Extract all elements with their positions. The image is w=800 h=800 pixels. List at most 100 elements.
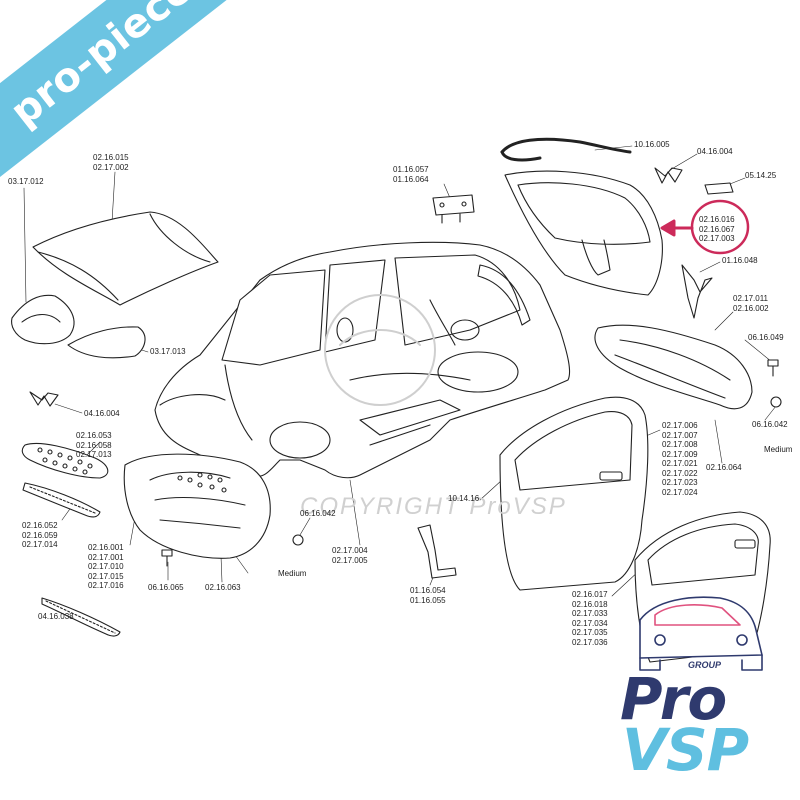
rear-bumper <box>594 324 753 410</box>
part-number-line: Medium <box>764 445 793 454</box>
part-number-line: 10.14.16 <box>448 494 480 503</box>
part-number-line: 01.16.057 <box>393 165 429 174</box>
label-04-16-004-left: 04.16.004 <box>84 409 120 419</box>
part-number-line: 02.17.004 <box>332 546 368 555</box>
part-number-line: 02.16.017 <box>572 590 608 599</box>
part-number-line: 02.16.052 <box>22 521 58 530</box>
part-number-line: 02.17.024 <box>662 487 698 497</box>
part-number-line: 06.16.042 <box>300 509 336 518</box>
watermark-emblem <box>324 294 436 406</box>
label-01-16-048: 01.16.048 <box>722 256 758 266</box>
part-number-line: 03.17.013 <box>150 347 186 356</box>
part-number-line: 02.16.058 <box>76 440 112 450</box>
part-number-line: 02.16.064 <box>706 463 742 472</box>
label-06-16-065: 06.16.065 <box>148 583 184 593</box>
left-door <box>499 396 649 591</box>
bolt-part-right <box>767 359 779 377</box>
tailgate-part <box>504 170 663 296</box>
part-number-line: 06.16.049 <box>748 333 784 342</box>
part-number-line: 02.17.036 <box>572 637 608 647</box>
logo-group-text: GROUP <box>688 660 722 670</box>
part-number-line: 06.16.065 <box>148 583 184 592</box>
rear-bracket <box>681 264 713 319</box>
label-03-17-013: 03.17.013 <box>150 347 186 357</box>
part-number-line: 02.16.002 <box>733 303 769 313</box>
tailgate-seal <box>500 137 632 162</box>
upper-grille <box>21 442 109 479</box>
part-number-line: 06.16.042 <box>752 420 788 429</box>
part-number-line: 02.16.015 <box>93 153 129 162</box>
highlight-arrow <box>660 219 694 237</box>
label-02-16-064: 02.16.064 <box>706 463 742 473</box>
label-02-16-063: 02.16.063 <box>205 583 241 593</box>
hinge-part <box>432 194 475 224</box>
logo-car-outline <box>639 596 763 671</box>
part-number-line: 02.17.007 <box>662 430 698 440</box>
part-number-line: 02.17.021 <box>662 459 698 468</box>
part-number-line: 01.16.054 <box>410 586 446 595</box>
part-number-line: Medium <box>278 569 307 578</box>
clip-part-mid <box>292 534 304 546</box>
part-number-line: 02.16.067 <box>699 224 735 234</box>
part-number-line: 02.17.014 <box>22 540 58 549</box>
front-bumper <box>123 453 271 559</box>
hood-inner-panel <box>11 294 75 345</box>
part-number-line: 02.17.023 <box>662 478 698 487</box>
emblem-top <box>654 167 683 184</box>
part-number-line: 02.17.003 <box>699 234 735 243</box>
lower-grille-strip <box>22 482 101 518</box>
label-medium-mid: Medium <box>278 569 306 579</box>
part-number-line: 02.16.059 <box>22 530 58 540</box>
part-number-line: 02.17.006 <box>662 421 698 430</box>
part-number-line: 02.17.013 <box>76 450 112 459</box>
part-number-line: 03.17.012 <box>8 177 44 186</box>
lower-grille <box>41 597 121 637</box>
label-06-16-042-right: 06.16.042 <box>752 420 788 430</box>
part-number-line: 04.16.038 <box>38 612 74 621</box>
part-number-line: 02.17.008 <box>662 440 698 449</box>
part-number-line: 01.16.048 <box>722 256 758 265</box>
part-number-line: 01.16.055 <box>410 595 446 605</box>
part-number-line: 02.17.005 <box>332 555 368 565</box>
part-number-line: 02.17.022 <box>662 468 698 478</box>
bolt-part-left <box>161 549 173 567</box>
label-05-14-25: 05.14.25 <box>745 171 776 181</box>
label-04-16-004-top: 04.16.004 <box>697 147 733 157</box>
part-number-line: 02.16.053 <box>76 431 112 440</box>
part-number-line: 02.16.018 <box>572 599 608 609</box>
part-number-line: 04.16.004 <box>697 147 733 156</box>
part-number-line: 02.17.001 <box>88 552 124 562</box>
label-10-16-005: 10.16.005 <box>634 140 670 150</box>
small-badge-part <box>704 182 734 195</box>
label-10-14-16: 10.14.16 <box>448 494 479 504</box>
label-medium-right: Medium <box>764 445 792 455</box>
part-number-line: 02.17.010 <box>88 562 124 571</box>
part-number-line: 02.17.009 <box>662 449 698 459</box>
part-number-line: 02.17.035 <box>572 628 608 637</box>
hood-lining <box>67 326 146 359</box>
part-number-line: 02.17.002 <box>93 162 129 172</box>
logo-vsp-text: VSP <box>622 716 749 784</box>
label-04-16-038: 04.16.038 <box>38 612 74 622</box>
part-number-line: 02.17.033 <box>572 609 608 618</box>
logo-pro-text: Pro <box>620 665 727 733</box>
part-number-line: 02.16.016 <box>699 215 735 224</box>
hood-part <box>32 211 219 306</box>
part-number-line: 02.17.016 <box>88 581 124 590</box>
part-number-line: 10.16.005 <box>634 140 670 149</box>
car-body-shell <box>154 241 571 479</box>
part-number-line: 04.16.004 <box>84 409 120 418</box>
label-03-17-012: 03.17.012 <box>8 177 44 187</box>
